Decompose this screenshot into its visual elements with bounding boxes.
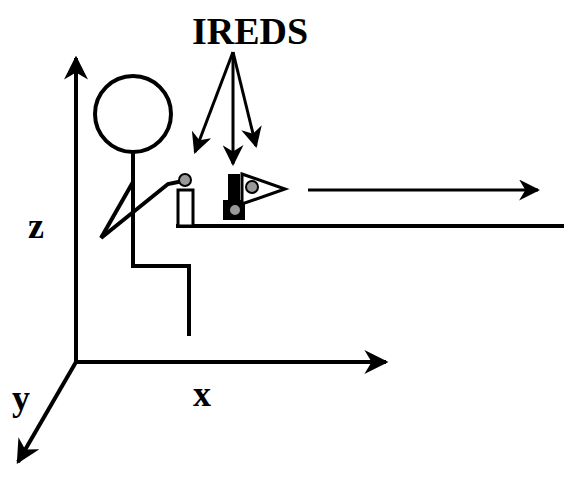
axis-label: y	[12, 380, 30, 416]
ired-pointer-arrows	[195, 52, 256, 164]
x-axis	[74, 360, 386, 364]
ired-marker	[229, 204, 241, 216]
callout-label: IREDS	[192, 12, 308, 50]
ired-marker	[179, 174, 191, 186]
seated-person	[95, 76, 189, 336]
table-surface	[176, 224, 564, 228]
motion-arrow	[308, 189, 538, 192]
target-post	[228, 174, 240, 202]
ired-marker	[246, 181, 258, 193]
axis-label: z	[28, 208, 44, 244]
axis-label: x	[193, 376, 211, 412]
z-axis	[74, 58, 78, 362]
hand-marker-post	[178, 190, 193, 226]
pointer-triangle	[242, 174, 285, 204]
